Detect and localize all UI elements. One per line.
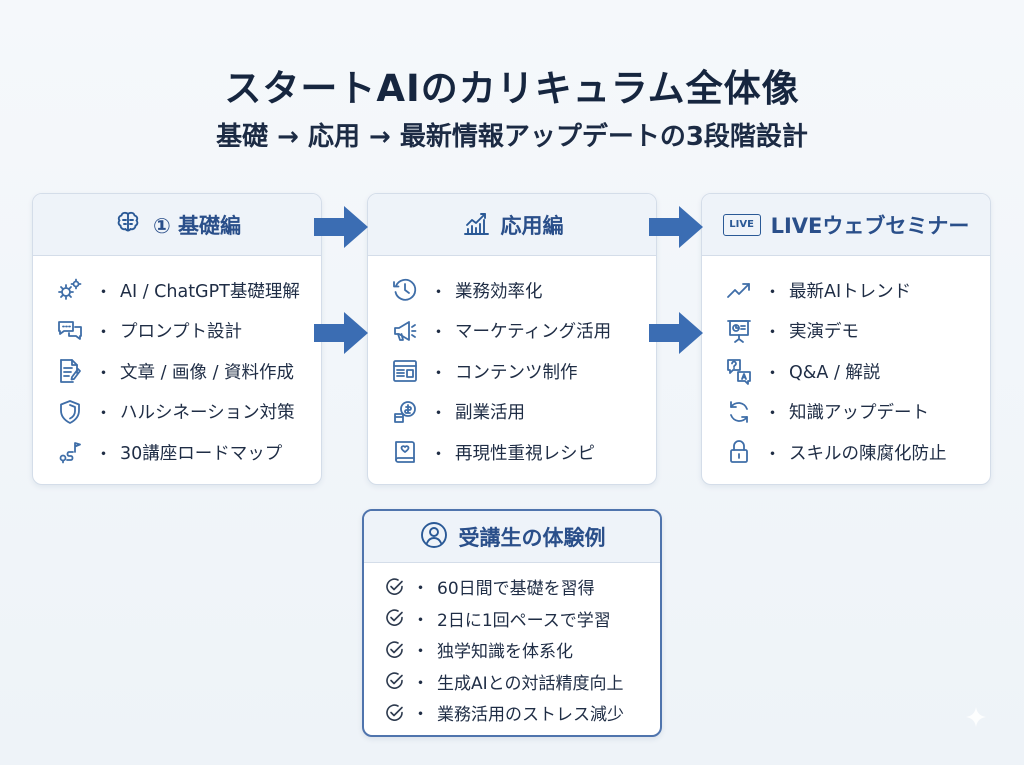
chat-bubbles-icon bbox=[55, 316, 85, 346]
live-icon: LIVE bbox=[722, 213, 761, 236]
layout-icon bbox=[390, 356, 420, 386]
list-item-label: プロンプト設計 bbox=[120, 322, 242, 343]
check-circle-icon bbox=[384, 702, 406, 724]
lock-icon bbox=[724, 437, 754, 467]
list-item: ・ 30講座ロードマップ bbox=[55, 432, 321, 473]
list-item-label: コンテンツ制作 bbox=[455, 362, 578, 383]
roadmap-icon bbox=[55, 437, 85, 467]
list-item-label: 60日間で基礎を習得 bbox=[437, 579, 595, 600]
user-circle-icon bbox=[419, 520, 449, 554]
list-item: ・ AI / ChatGPT基礎理解 bbox=[55, 270, 321, 311]
list-item-label: 業務活用のストレス減少 bbox=[437, 705, 624, 726]
shield-icon bbox=[55, 397, 85, 427]
flow-arrow-icon bbox=[314, 206, 368, 248]
list-item: ・ 文章 / 画像 / 資料作成 bbox=[55, 351, 321, 392]
megaphone-icon bbox=[390, 316, 420, 346]
list-item: ・ 2日に1回ペースで学習 bbox=[384, 603, 660, 635]
list-item-label: Q&A / 解説 bbox=[789, 362, 881, 383]
page-subtitle: 基礎 → 応用 → 最新情報アップデートの3段階設計 bbox=[216, 122, 808, 152]
coins-icon bbox=[390, 397, 420, 427]
list-item: ・ 最新AIトレンド bbox=[724, 270, 990, 311]
list-item-label: 再現性重視レシピ bbox=[455, 443, 595, 464]
check-circle-icon bbox=[384, 639, 406, 661]
presentation-icon bbox=[724, 316, 754, 346]
list-item-label: 文章 / 画像 / 資料作成 bbox=[120, 362, 295, 383]
list-item: ・ 再現性重視レシピ bbox=[390, 432, 656, 473]
list-item: ・ ハルシネーション対策 bbox=[55, 392, 321, 433]
list-item: ・ Q&A / 解説 bbox=[724, 351, 990, 392]
check-circle-icon bbox=[384, 607, 406, 629]
list-item-label: 生成AIとの対話精度向上 bbox=[437, 673, 624, 694]
brain-icon bbox=[113, 208, 143, 242]
page-title: スタートAIのカリキュラム全体像 bbox=[224, 67, 800, 110]
bar-chart-icon bbox=[461, 208, 491, 242]
stage-card-header: ① 基礎編 bbox=[33, 194, 321, 256]
stage-heading: LIVEウェブセミナー bbox=[770, 213, 970, 238]
list-item: ・ 業務効率化 bbox=[390, 270, 656, 311]
sparkle-icon bbox=[966, 707, 986, 727]
qa-icon bbox=[724, 356, 754, 386]
list-item-label: 独学知識を体系化 bbox=[437, 642, 573, 663]
list-item-label: 30講座ロードマップ bbox=[120, 443, 283, 464]
list-item-label: 知識アップデート bbox=[789, 403, 929, 424]
list-item: ・ 副業活用 bbox=[390, 392, 656, 433]
gears-icon bbox=[55, 275, 85, 305]
stage-card-header: LIVE LIVEウェブセミナー bbox=[702, 194, 990, 256]
list-item: ・ 独学知識を体系化 bbox=[384, 634, 660, 666]
document-edit-icon bbox=[55, 356, 85, 386]
stage-card-header: 応用編 bbox=[368, 194, 656, 256]
list-item-label: AI / ChatGPT基礎理解 bbox=[120, 281, 300, 302]
list-item-label: 2日に1回ペースで学習 bbox=[437, 610, 611, 631]
flow-arrow-icon bbox=[314, 312, 368, 354]
list-item-label: マーケティング活用 bbox=[455, 322, 612, 343]
flow-arrow-icon bbox=[649, 206, 703, 248]
list-item: ・ マーケティング活用 bbox=[390, 311, 656, 352]
stage-card-live: LIVE LIVEウェブセミナー ・ 最新AIトレンド ・ 実演デモ ・ Q&A… bbox=[701, 193, 991, 485]
list-item: ・ 生成AIとの対話精度向上 bbox=[384, 666, 660, 698]
check-circle-icon bbox=[384, 670, 406, 692]
recipe-book-icon bbox=[390, 437, 420, 467]
list-item: ・ 業務活用のストレス減少 bbox=[384, 697, 660, 729]
list-item: ・ 実演デモ bbox=[724, 311, 990, 352]
list-item-label: 最新AIトレンド bbox=[789, 281, 912, 302]
stage-heading: 応用編 bbox=[500, 213, 564, 238]
stage-card-applied: 応用編 ・ 業務効率化 ・ マーケティング活用 ・ コンテンツ制作 ・ 副業活用… bbox=[367, 193, 657, 485]
clock-icon bbox=[390, 275, 420, 305]
list-item-label: ハルシネーション対策 bbox=[120, 403, 295, 424]
refresh-icon bbox=[724, 397, 754, 427]
trend-up-icon bbox=[724, 275, 754, 305]
stage-card-basic: ① 基礎編 ・ AI / ChatGPT基礎理解 ・ プロンプト設計 ・ 文章 … bbox=[32, 193, 322, 485]
list-item: ・ プロンプト設計 bbox=[55, 311, 321, 352]
experience-header: 受講生の体験例 bbox=[364, 511, 660, 563]
list-item: ・ スキルの陳腐化防止 bbox=[724, 432, 990, 473]
list-item-label: 副業活用 bbox=[455, 403, 525, 424]
list-item: ・ 知識アップデート bbox=[724, 392, 990, 433]
list-item-label: スキルの陳腐化防止 bbox=[789, 443, 947, 464]
check-circle-icon bbox=[384, 576, 406, 598]
list-item-label: 実演デモ bbox=[789, 322, 859, 343]
stage-heading: ① 基礎編 bbox=[152, 213, 242, 238]
experience-card: 受講生の体験例 ・ 60日間で基礎を習得 ・ 2日に1回ペースで学習 ・ 独学知… bbox=[362, 509, 662, 737]
flow-arrow-icon bbox=[649, 312, 703, 354]
list-item: ・ 60日間で基礎を習得 bbox=[384, 571, 660, 603]
list-item: ・ コンテンツ制作 bbox=[390, 351, 656, 392]
experience-heading: 受講生の体験例 bbox=[458, 525, 606, 550]
list-item-label: 業務効率化 bbox=[455, 281, 543, 302]
